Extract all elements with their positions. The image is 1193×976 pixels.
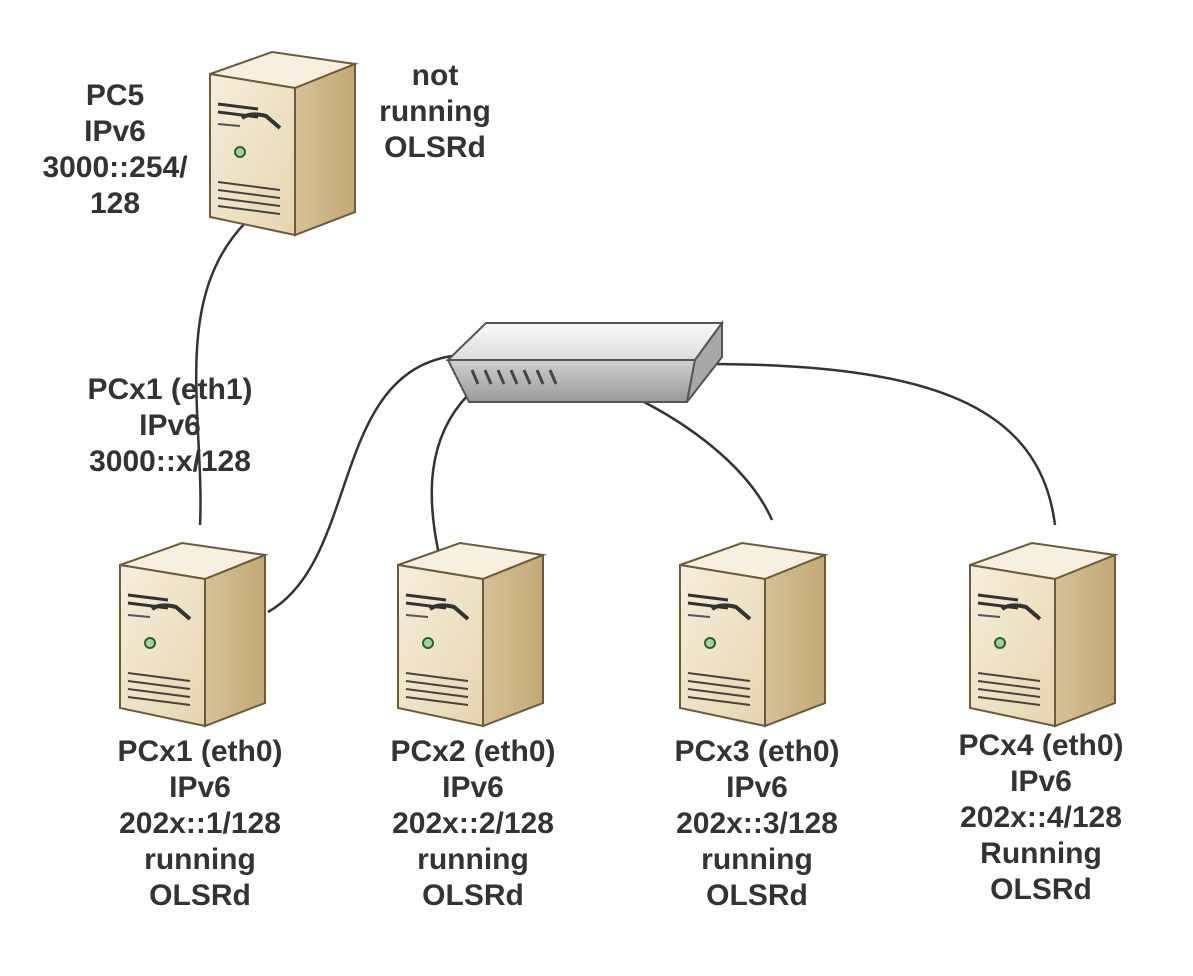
pcx4-service: OLSRd — [990, 873, 1092, 906]
network-switch-icon — [445, 319, 724, 403]
pc5-prefix: 128 — [89, 187, 141, 220]
pc5-name: PC5 — [85, 79, 145, 112]
pcx2-server-icon — [397, 541, 547, 728]
pcx1-eth1-address: 3000::x/128 — [89, 445, 251, 478]
cable-switch-pcx3 — [609, 384, 774, 521]
cable-pc5-pcx1 — [194, 221, 247, 526]
pcx1-server-icon — [119, 541, 269, 728]
pcx1-label: PCx1 (eth0) IPv6 202x::1/128 running OLS… — [75, 734, 325, 914]
pcx1-address: 202x::1/128 — [119, 807, 281, 840]
pcx1-protocol: IPv6 — [169, 771, 231, 804]
pc5-server-icon — [209, 50, 359, 237]
pcx1-name: PCx1 (eth0) — [117, 735, 283, 768]
pcx4-server-icon — [969, 541, 1119, 728]
pcx2-address: 202x::2/128 — [392, 807, 554, 840]
pcx2-service: OLSRd — [422, 879, 524, 912]
pcx3-label: PCx3 (eth0) IPv6 202x::3/128 running OLS… — [632, 734, 882, 914]
pcx1-eth1-protocol: IPv6 — [139, 409, 201, 442]
pcx1-service: OLSRd — [149, 879, 251, 912]
pcx4-label: PCx4 (eth0) IPv6 202x::4/128 Running OLS… — [916, 728, 1166, 908]
pcx3-address: 202x::3/128 — [676, 807, 838, 840]
pcx1-eth1-name: PCx1 (eth1) — [87, 373, 253, 406]
cable-switch-pcx2 — [430, 394, 469, 551]
pcx3-server-icon — [679, 541, 829, 728]
pcx3-name: PCx3 (eth0) — [674, 735, 840, 768]
pc5-status-line-2: running — [379, 95, 491, 128]
cable-switch-pcx1 — [267, 354, 453, 614]
pcx4-address: 202x::4/128 — [960, 801, 1122, 834]
pcx4-name: PCx4 (eth0) — [958, 729, 1124, 762]
pcx4-status: Running — [980, 837, 1102, 870]
pc5-status-label: not running OLSRd — [360, 58, 510, 166]
pcx3-service: OLSRd — [706, 879, 808, 912]
pc5-status-line-3: OLSRd — [384, 131, 486, 164]
pcx1-eth1-label: PCx1 (eth1) IPv6 3000::x/128 — [55, 372, 285, 480]
switch-ports — [470, 369, 558, 385]
pcx2-protocol: IPv6 — [442, 771, 504, 804]
pcx4-protocol: IPv6 — [1010, 765, 1072, 798]
pc5-protocol: IPv6 — [84, 115, 146, 148]
cable-switch-pcx4 — [711, 362, 1057, 526]
pcx2-status: running — [417, 843, 529, 876]
pc5-address: 3000::254/ — [42, 151, 188, 184]
pcx2-name: PCx2 (eth0) — [390, 735, 556, 768]
pcx2-label: PCx2 (eth0) IPv6 202x::2/128 running OLS… — [348, 734, 598, 914]
pc5-status-line-1: not — [411, 59, 459, 92]
pcx3-status: running — [701, 843, 813, 876]
pc5-label: PC5 IPv6 3000::254/ 128 — [40, 78, 190, 222]
pcx1-status: running — [144, 843, 256, 876]
pcx3-protocol: IPv6 — [726, 771, 788, 804]
